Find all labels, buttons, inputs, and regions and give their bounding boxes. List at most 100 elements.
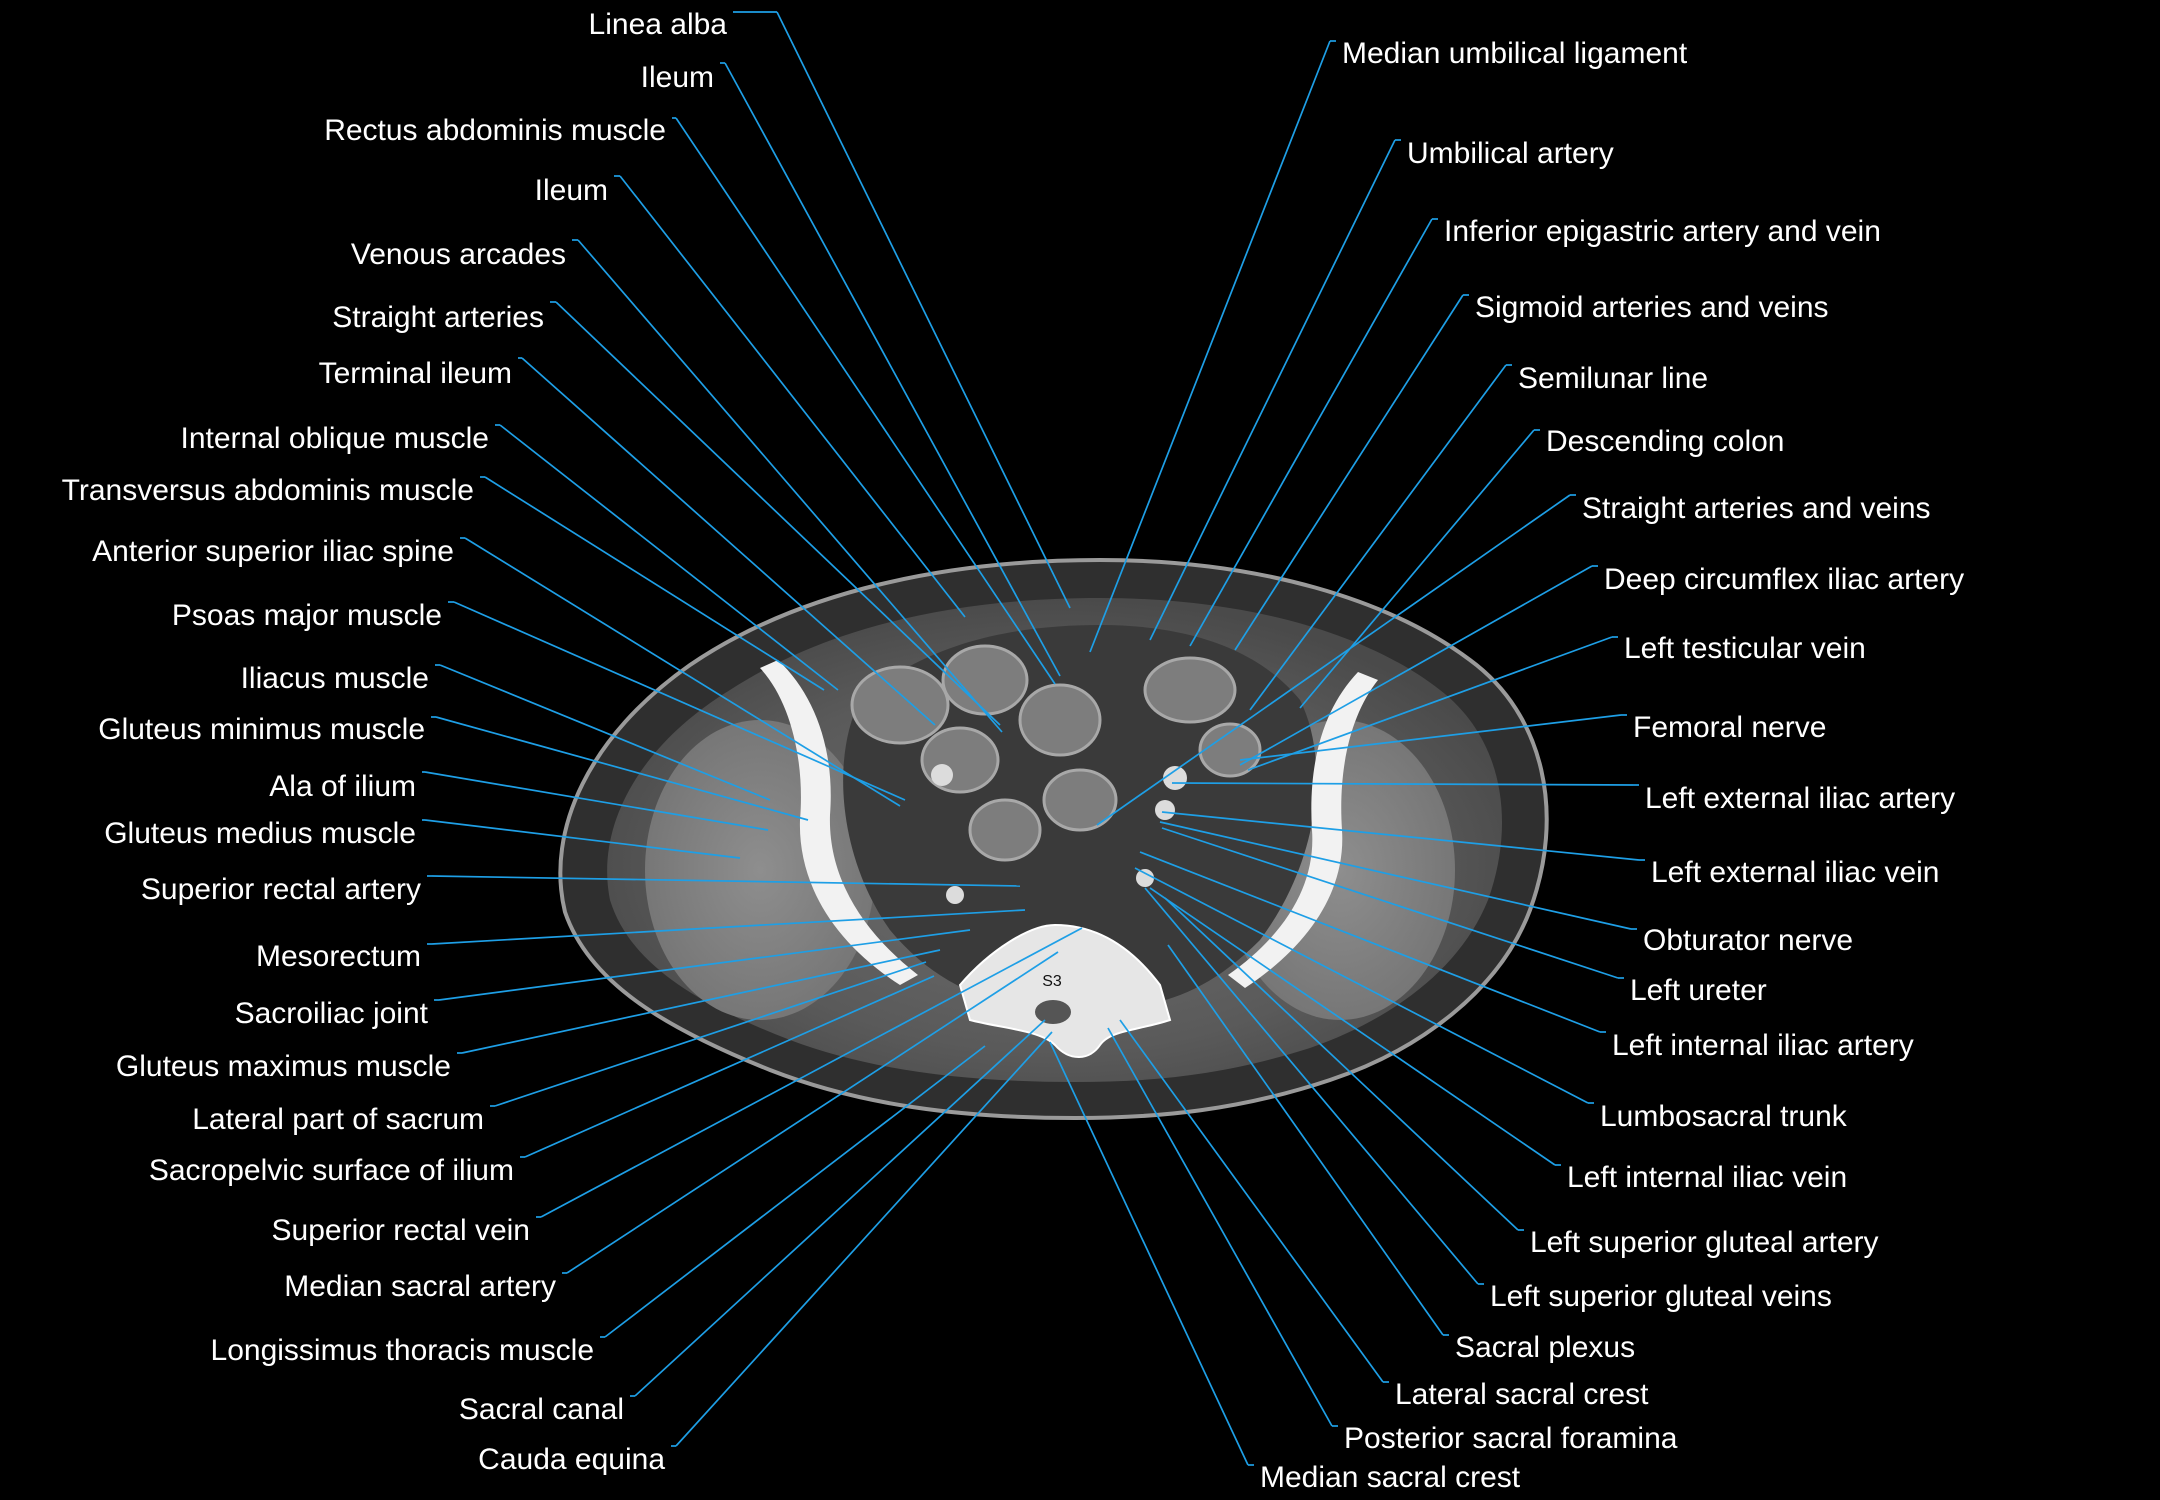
label-right-3: Sigmoid arteries and veins [1475, 291, 1829, 324]
label-left-5: Straight arteries [332, 301, 544, 334]
leader-line-left-7 [499, 424, 839, 691]
sacral-canal [1035, 1000, 1071, 1024]
leader-line-left-2 [675, 117, 1056, 685]
label-right-9: Femoral nerve [1633, 711, 1826, 744]
label-left-9: Anterior superior iliac spine [92, 535, 454, 568]
leader-line-left-19 [494, 961, 927, 1107]
leader-line-left-4 [577, 239, 1003, 733]
label-right-0: Median umbilical ligament [1342, 37, 1688, 70]
label-left-10: Psoas major muscle [172, 599, 442, 632]
label-left-8: Transversus abdominis muscle [62, 474, 474, 507]
leader-line-left-0 [776, 11, 1071, 609]
label-left-11: Iliacus muscle [241, 662, 429, 695]
leader-line-right-12 [1159, 821, 1632, 930]
leader-line-right-14 [1139, 851, 1601, 1033]
leader-line-right-0 [1089, 40, 1331, 653]
label-right-15: Lumbosacral trunk [1600, 1100, 1848, 1133]
leader-line-left-22 [566, 951, 1059, 1274]
label-right-19: Sacral plexus [1455, 1331, 1635, 1364]
leader-line-right-22 [1049, 1041, 1249, 1466]
label-left-7: Internal oblique muscle [180, 422, 489, 455]
label-left-1: Ileum [641, 61, 714, 94]
label-right-14: Left internal iliac artery [1612, 1029, 1914, 1062]
leader-lines [422, 11, 1645, 1466]
label-left-4: Venous arcades [351, 238, 566, 271]
label-right-7: Deep circumflex iliac artery [1604, 563, 1964, 596]
label-right-13: Left ureter [1630, 974, 1767, 1007]
label-left-18: Gluteus maximus muscle [116, 1050, 451, 1083]
leader-line-left-13 [424, 771, 769, 831]
label-right-8: Left testicular vein [1624, 632, 1866, 665]
leader-line-left-5 [555, 301, 1001, 726]
leader-line-right-3 [1234, 294, 1464, 651]
leader-line-left-23 [604, 1045, 986, 1338]
label-right-11: Left external iliac vein [1651, 856, 1940, 889]
leader-line-right-1 [1149, 139, 1396, 641]
label-right-22: Median sacral crest [1260, 1461, 1521, 1494]
leader-line-right-21 [1107, 1027, 1333, 1427]
right-iliac-wing [1228, 672, 1378, 988]
label-right-10: Left external iliac artery [1645, 782, 1955, 815]
leader-line-right-16 [1149, 887, 1556, 1166]
leader-line-left-3 [619, 175, 966, 618]
leader-line-left-24 [634, 1019, 1046, 1397]
leader-line-left-15 [431, 875, 1021, 887]
leader-line-right-17 [1164, 897, 1519, 1231]
leader-line-right-7 [1239, 565, 1593, 766]
label-left-0: Linea alba [589, 8, 728, 41]
leader-line-left-10 [453, 601, 906, 801]
label-left-17: Sacroiliac joint [235, 997, 429, 1030]
label-left-22: Median sacral artery [284, 1270, 556, 1303]
leader-line-right-8 [1247, 636, 1613, 771]
left-gluteal-mass [645, 720, 875, 1020]
label-left-25: Cauda equina [478, 1443, 665, 1476]
label-left-21: Superior rectal vein [272, 1214, 530, 1247]
leader-line-left-20 [524, 975, 935, 1158]
label-right-20: Lateral sacral crest [1395, 1378, 1649, 1411]
leader-line-right-6 [1096, 494, 1571, 826]
label-left-13: Ala of ilium [269, 770, 416, 803]
label-left-19: Lateral part of sacrum [192, 1103, 484, 1136]
leader-line-left-17 [438, 929, 971, 1001]
label-right-1: Umbilical artery [1407, 137, 1614, 170]
label-left-20: Sacropelvic surface of ilium [149, 1154, 514, 1187]
label-right-6: Straight arteries and veins [1582, 492, 1931, 525]
leader-line-right-5 [1299, 429, 1535, 709]
label-left-3: Ileum [535, 174, 608, 207]
label-right-18: Left superior gluteal veins [1490, 1280, 1832, 1313]
vertebra-label: S3 [1042, 973, 1062, 990]
label-left-2: Rectus abdominis muscle [324, 114, 666, 147]
leader-line-right-18 [1144, 887, 1479, 1285]
leader-line-left-18 [461, 949, 941, 1054]
label-left-23: Longissimus thoracis muscle [211, 1334, 594, 1367]
leader-line-left-12 [435, 716, 809, 821]
leader-line-left-16 [431, 909, 1026, 945]
label-left-15: Superior rectal artery [141, 873, 421, 906]
label-left-12: Gluteus minimus muscle [98, 713, 425, 746]
leader-line-left-8 [484, 476, 825, 691]
leader-line-right-19 [1167, 944, 1444, 1336]
leader-line-left-25 [675, 1031, 1053, 1447]
label-right-21: Posterior sacral foramina [1344, 1422, 1678, 1455]
leader-line-left-6 [521, 357, 936, 726]
leader-line-left-1 [724, 62, 1061, 677]
iliac-vessels [931, 764, 1187, 904]
label-right-16: Left internal iliac vein [1567, 1161, 1847, 1194]
leader-line-right-13 [1161, 827, 1619, 979]
label-right-17: Left superior gluteal artery [1530, 1226, 1879, 1259]
left-iliac-wing [760, 660, 918, 985]
leader-line-left-11 [439, 664, 771, 801]
leader-line-right-11 [1161, 811, 1640, 861]
label-right-2: Inferior epigastric artery and vein [1444, 215, 1881, 248]
label-left-6: Terminal ileum [319, 357, 512, 390]
label-left-24: Sacral canal [459, 1393, 624, 1426]
leader-line-left-9 [464, 537, 901, 807]
label-left-16: Mesorectum [256, 940, 421, 973]
label-right-12: Obturator nerve [1643, 924, 1853, 957]
leader-line-right-20 [1119, 1019, 1384, 1383]
leader-line-left-21 [540, 927, 1083, 1218]
leader-line-right-10 [1171, 782, 1634, 786]
label-right-4: Semilunar line [1518, 362, 1708, 395]
